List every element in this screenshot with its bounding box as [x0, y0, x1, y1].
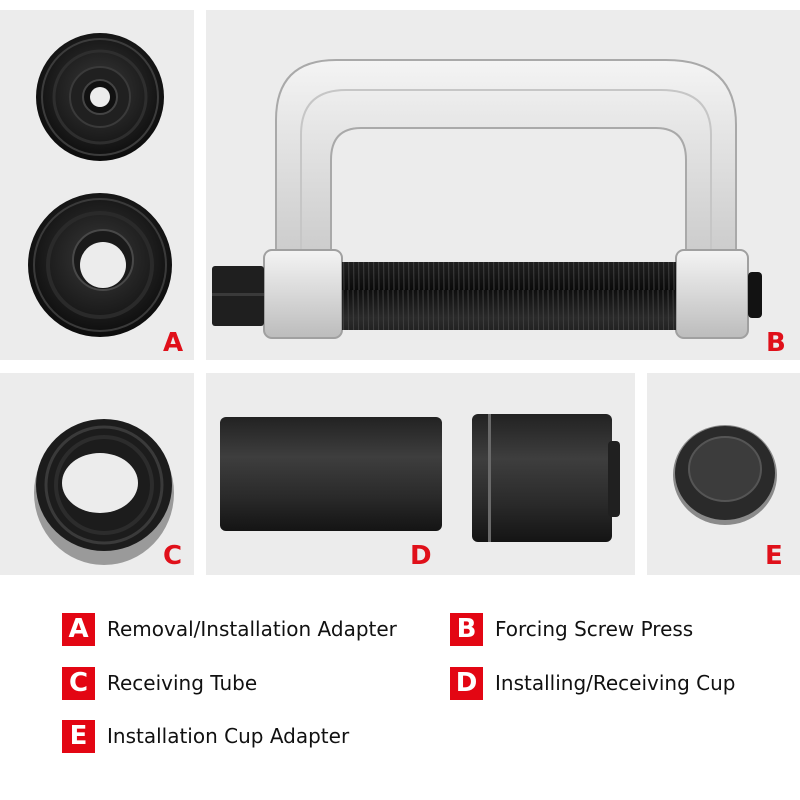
panel-label-e: E — [765, 541, 783, 571]
panel-a-removal-installation-adapter: A — [0, 10, 194, 360]
panel-label-a: A — [163, 328, 184, 358]
legend-item-c: C Receiving Tube — [62, 666, 257, 700]
legend-item-a: A Removal/Installation Adapter — [62, 612, 397, 646]
legend-label-c: Receiving Tube — [107, 671, 258, 695]
legend-badge-c: C — [62, 666, 95, 700]
panel-label-c: C — [163, 541, 183, 571]
receiving-tube-image — [34, 419, 174, 565]
panel-e-installation-cup-adapter: E — [647, 373, 800, 575]
legend-item-d: D Installing/Receiving Cup — [450, 666, 736, 700]
panel-d-installing-receiving-cup: D — [206, 373, 635, 575]
installing-cup-image — [220, 414, 620, 542]
legend-item-b: B Forcing Screw Press — [450, 612, 693, 646]
legend-badge-d: D — [450, 666, 483, 700]
legend-item-e: E Installation Cup Adapter — [62, 719, 349, 753]
legend-badge-b: B — [450, 612, 483, 646]
cup-adapter-image — [673, 425, 777, 525]
panel-b-forcing-screw-press: B — [206, 10, 800, 360]
legend-label-b: Forcing Screw Press — [495, 617, 694, 641]
panel-label-d: D — [410, 541, 432, 571]
adapter-discs-image — [28, 33, 172, 337]
c-clamp-press-image — [212, 59, 762, 339]
panel-label-b: B — [766, 328, 786, 358]
legend-badge-a: A — [62, 612, 95, 646]
legend-label-a: Removal/Installation Adapter — [107, 617, 397, 641]
legend-label-e: Installation Cup Adapter — [107, 724, 350, 748]
panel-c-receiving-tube: C — [0, 373, 194, 575]
legend-badge-e: E — [62, 719, 95, 753]
legend-label-d: Installing/Receiving Cup — [495, 671, 736, 695]
